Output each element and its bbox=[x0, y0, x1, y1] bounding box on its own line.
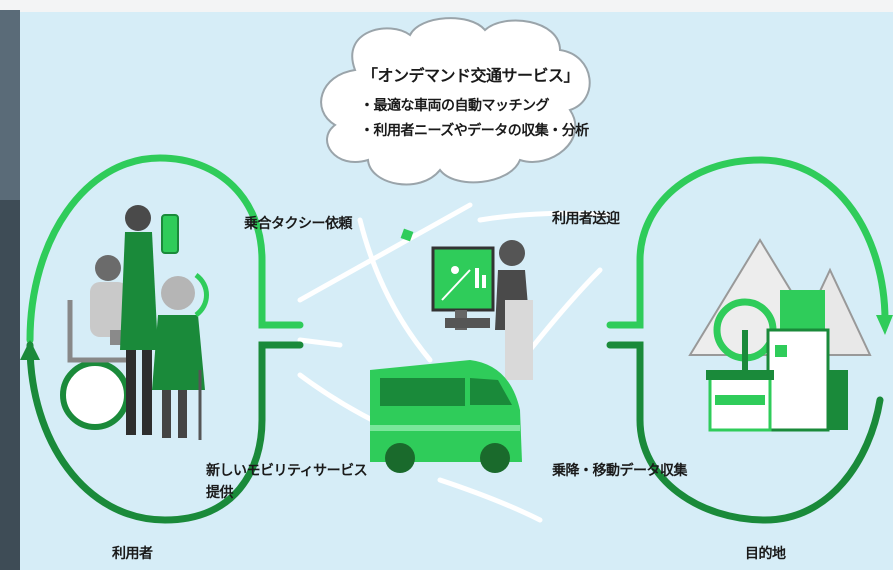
label-data-collect: 乗降・移動データ収集 bbox=[552, 463, 688, 479]
operator-illustration bbox=[431, 240, 533, 380]
cloud-title: 「オンデマンド交通サービス」 bbox=[362, 66, 580, 85]
cloud-bullet-2: ・利用者ニーズやデータの収集・分析 bbox=[360, 123, 589, 139]
right-cycle-arrow bbox=[606, 156, 893, 524]
label-request: 乗合タクシー依頼 bbox=[244, 216, 353, 232]
label-user: 利用者 bbox=[112, 546, 153, 562]
cloud-shape bbox=[320, 17, 591, 186]
label-new-service-line2: 提供 bbox=[206, 485, 234, 501]
van-illustration bbox=[370, 360, 522, 473]
label-new-service-line1: 新しいモビリティサービス bbox=[206, 463, 368, 479]
left-cycle-arrow bbox=[20, 154, 304, 524]
destination-illustration bbox=[688, 238, 872, 432]
cloud-bullet-1: ・最適な車両の自動マッチング bbox=[360, 98, 550, 114]
label-destination: 目的地 bbox=[745, 546, 786, 562]
user-group-illustration bbox=[60, 205, 209, 440]
label-pickup: 利用者送迎 bbox=[552, 211, 620, 227]
